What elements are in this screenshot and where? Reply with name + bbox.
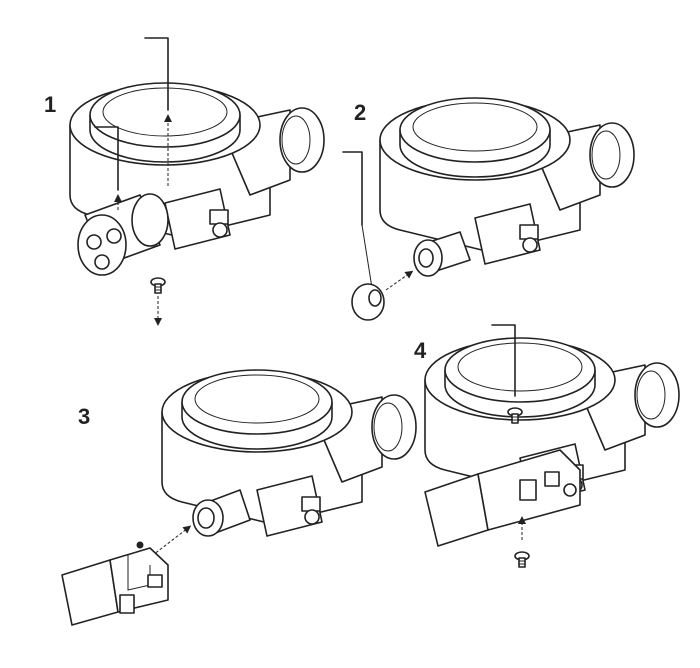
- step-number-2: 2: [354, 100, 367, 125]
- step-4-illustration: [424, 324, 680, 568]
- step-2-illustration: [342, 97, 635, 321]
- step-number-4: 4: [414, 338, 427, 363]
- step-number-3: 3: [78, 404, 91, 429]
- step-3-illustration: [61, 369, 417, 626]
- step-number-1: 1: [44, 92, 57, 117]
- step-1-illustration: [69, 37, 325, 326]
